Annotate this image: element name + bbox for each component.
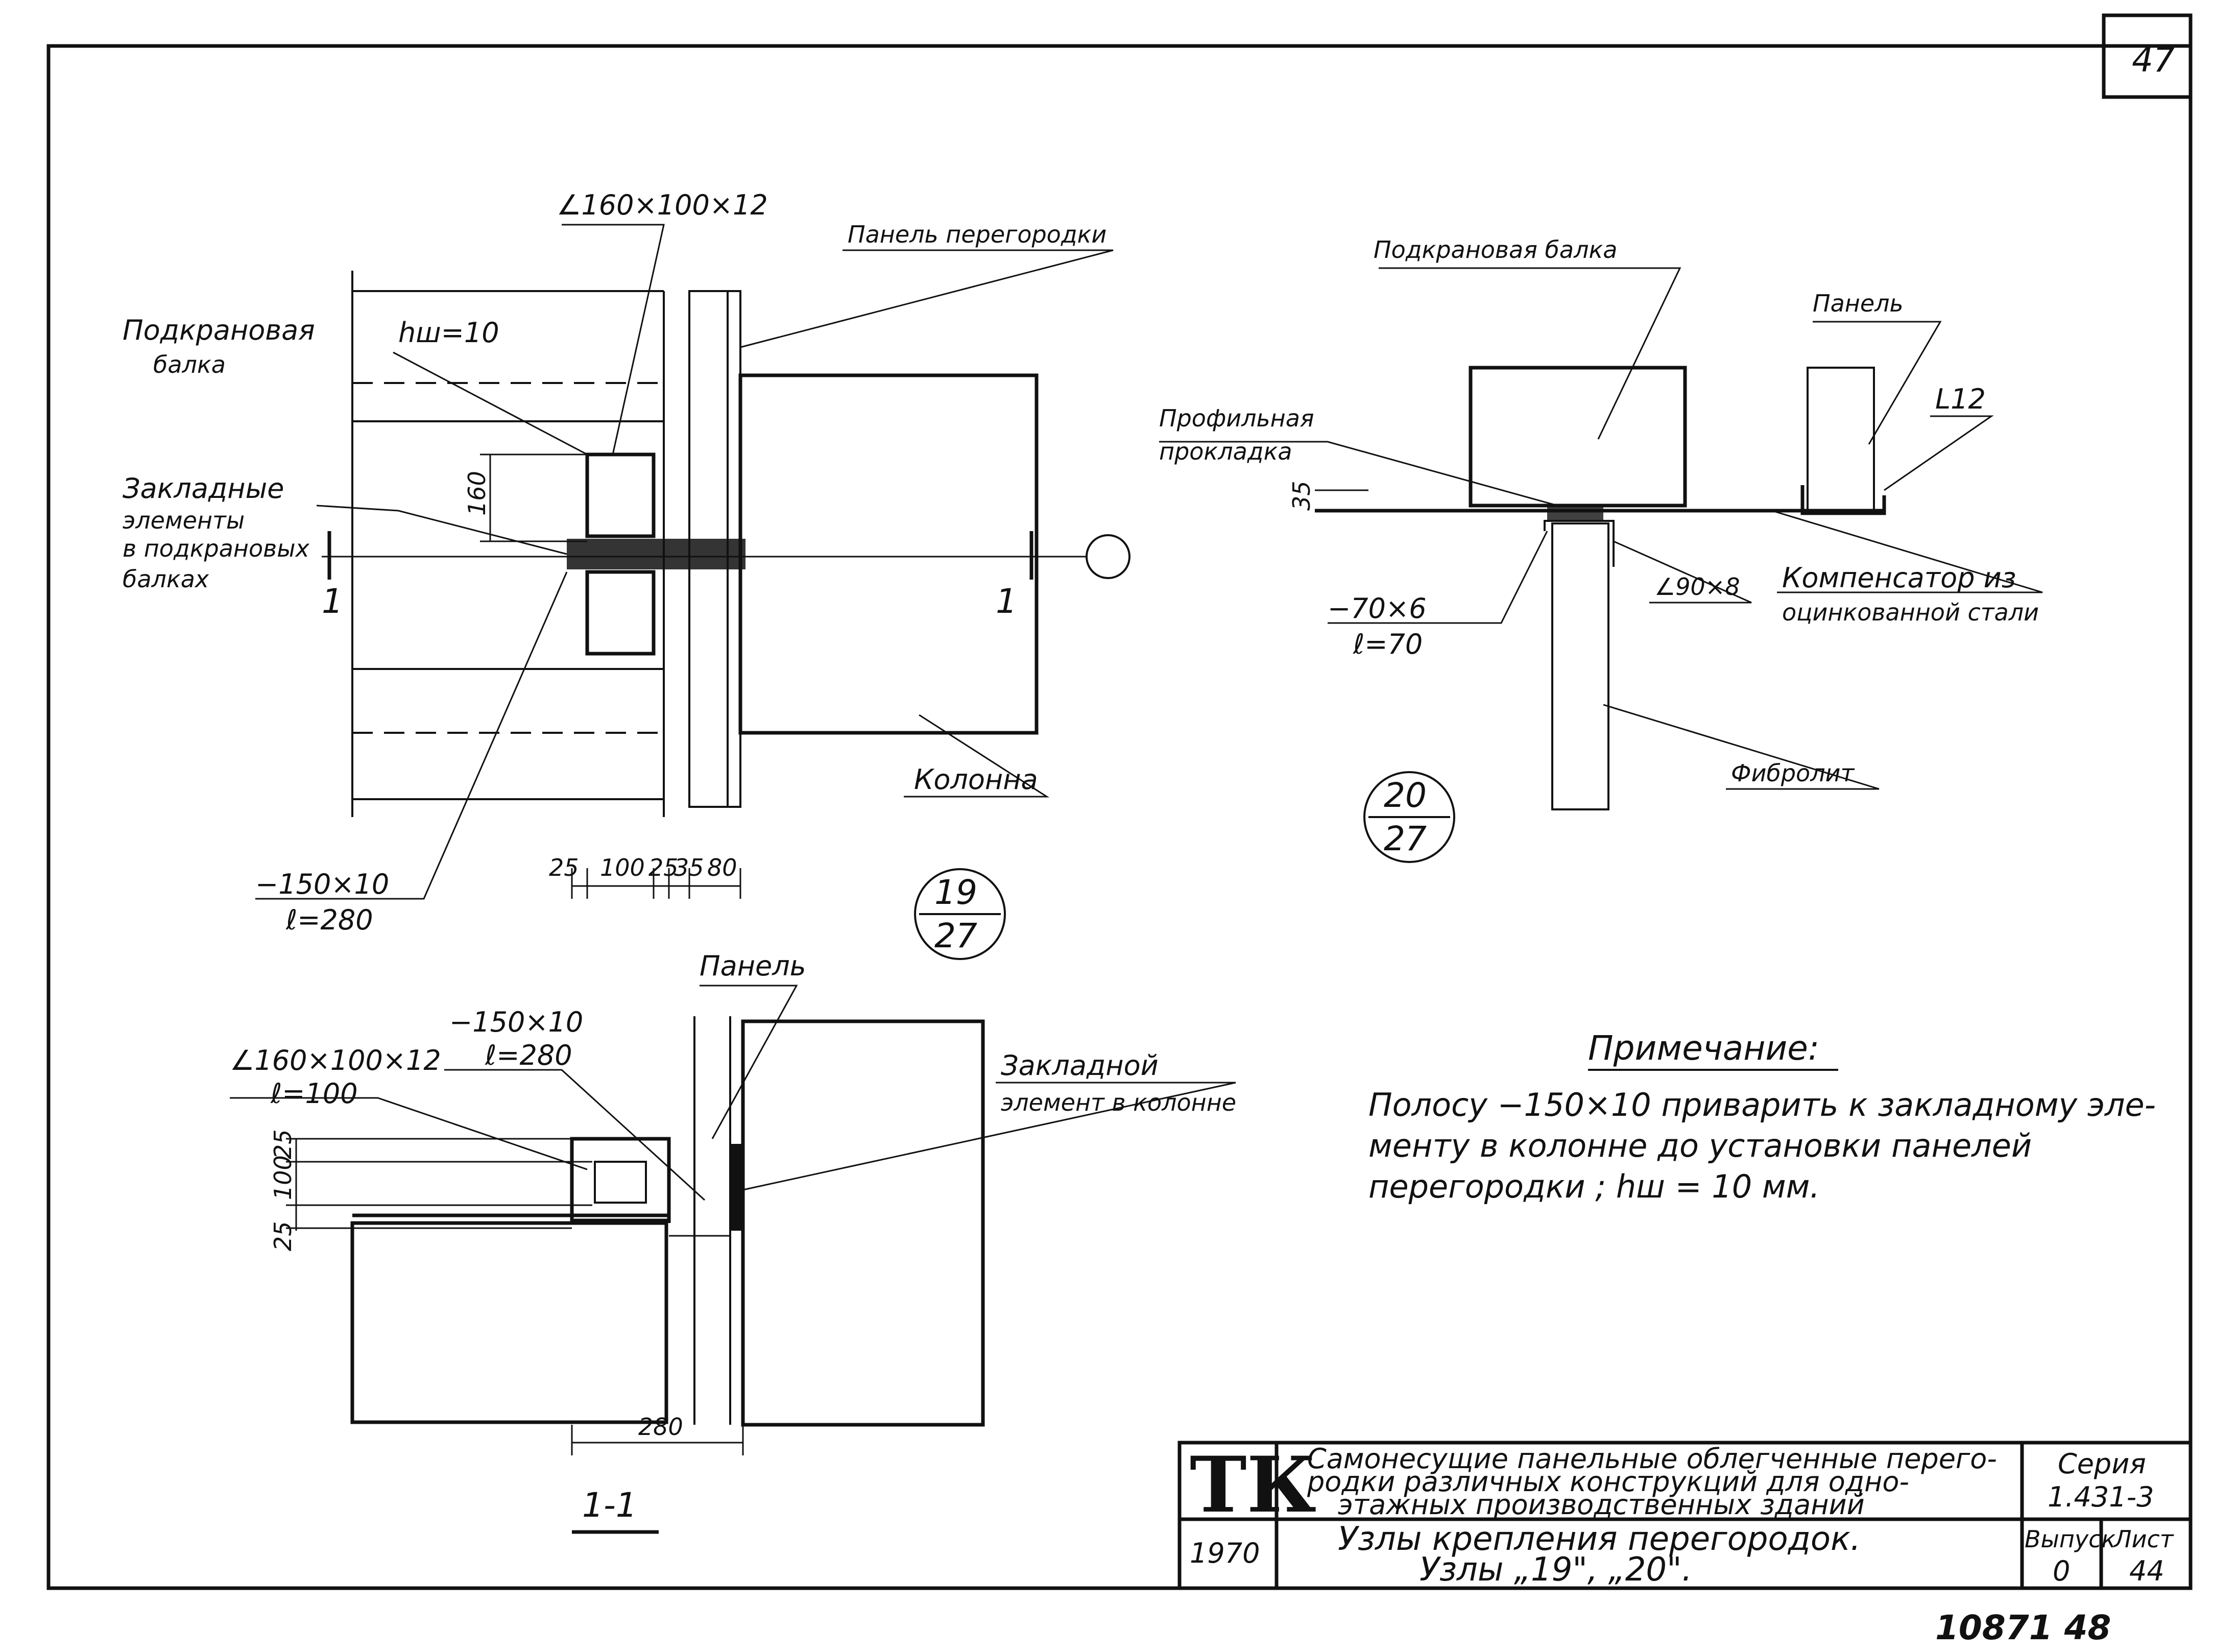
n20-fibrolite: Фибролит — [1731, 759, 1855, 787]
sheet-number: 47 — [2132, 40, 2175, 80]
s11-angle-1: ∠160×100×12 — [230, 1044, 441, 1076]
n19-hw: hш=10 — [398, 317, 499, 349]
n19-mark-top: 19 — [934, 873, 977, 912]
title-block: ТК 1970 Самонесущие панельные облегченны… — [1177, 1440, 2193, 1590]
n20-comp-1: Компенсатор из — [1782, 562, 2016, 594]
n19-column: Колонна — [914, 763, 1038, 796]
n19-strip-1: −150×10 — [255, 868, 389, 900]
n19-crane-2: балка — [153, 351, 226, 378]
n20-mark-circle — [1363, 771, 1455, 863]
n20-angle-90: ∠90×8 — [1654, 573, 1740, 601]
tb-series-value: 1.431-3 — [2048, 1481, 2154, 1513]
n19-mark-circle — [914, 868, 1006, 960]
cut-mark-left: 1 — [322, 582, 343, 621]
n19-dim-160: 160 — [463, 471, 491, 516]
n19-panel: Панель перегородки — [848, 221, 1107, 248]
s11-angle-2: ℓ=100 — [270, 1078, 358, 1110]
s11-dim-100: 100 — [269, 1155, 297, 1200]
n19-dim-100: 100 — [600, 854, 645, 881]
n20-profile-1: Профильная — [1159, 404, 1314, 432]
section-1-1: Панель −150×10 ℓ=280 ∠160×100×12 ℓ=100 З… — [230, 950, 1236, 1534]
n19-emb-1: Закладные — [123, 472, 284, 505]
tb-sheet-label: Лист — [2113, 1525, 2174, 1553]
note-block: Примечание: Полосу −150×10 приварить к з… — [1368, 1028, 2156, 1205]
n19-angle: ∠160×100×12 — [557, 189, 768, 221]
s11-dim-25a: 25 — [269, 1129, 297, 1159]
n19-emb-2: элементы — [123, 507, 245, 534]
note-line-3: перегородки ; hш = 10 мм. — [1368, 1168, 1820, 1205]
n19-emb-4: балках — [123, 565, 209, 593]
s11-emb-1: Закладной — [1001, 1049, 1159, 1082]
n19-dim-25b: 25 — [648, 854, 679, 881]
n19-strip-2: ℓ=280 — [285, 904, 373, 936]
tb-desc-2: родки различных конструкций для одно- — [1307, 1466, 1909, 1498]
tb-desc-1: Самонесущие панельные облегченные перего… — [1307, 1443, 1997, 1475]
n19-mark-bottom: 27 — [934, 916, 977, 955]
n19-dim-35: 35 — [674, 854, 704, 881]
s11-dim-25b: 25 — [269, 1221, 297, 1251]
n20-mark-bottom: 27 — [1384, 819, 1427, 858]
footer-number: 10871 48 — [1935, 1608, 2111, 1647]
n20-plate-1: −70×6 — [1328, 592, 1427, 625]
n20-angle-l12: L12 — [1935, 383, 1986, 415]
n20-crane: Подкрановая балка — [1374, 236, 1617, 264]
node-19: 1 1 ∠160×100×12 Панель перегородки hш=10… — [123, 189, 1130, 960]
s11-panel: Панель — [700, 950, 806, 982]
s11-dim-280: 280 — [638, 1413, 683, 1441]
n19-emb-3: в подкрановых — [123, 535, 310, 562]
n19-dim-25a: 25 — [549, 854, 579, 881]
n20-profile-2: прокладка — [1159, 438, 1292, 465]
tb-desc-3: этажных производственных зданий — [1338, 1489, 1865, 1521]
n19-crane-1: Подкрановая — [123, 314, 315, 346]
tb-logo: ТК — [1190, 1440, 1316, 1530]
n20-plate-2: ℓ=70 — [1353, 628, 1423, 660]
s11-strip-1: −150×10 — [449, 1006, 583, 1038]
note-heading: Примечание: — [1588, 1028, 1819, 1068]
sheet-frame — [46, 44, 2193, 1590]
tb-series-label: Серия — [2058, 1448, 2146, 1480]
n20-mark-top: 20 — [1384, 776, 1427, 815]
n20-comp-2: оцинкованной стали — [1782, 598, 2039, 626]
s11-emb-2: элемент в колонне — [1001, 1089, 1236, 1116]
node-20: Подкрановая балка Панель L12 Профильная … — [1159, 236, 2043, 863]
tb-sheet-value: 44 — [2129, 1555, 2164, 1587]
tb-year: 1970 — [1190, 1537, 1260, 1569]
tb-title-2: Узлы „19", „20". — [1420, 1551, 1692, 1589]
cut-mark-right: 1 — [996, 582, 1017, 621]
n20-dim-35: 35 — [1288, 481, 1315, 511]
note-line-1: Полосу −150×10 приварить к закладному эл… — [1368, 1086, 2156, 1123]
s11-strip-2: ℓ=280 — [485, 1039, 572, 1071]
s11-title: 1-1 — [582, 1486, 637, 1525]
tb-issue-value: 0 — [2053, 1555, 2070, 1587]
tb-title-1: Узлы крепления перегородок. — [1338, 1520, 1861, 1558]
note-line-2: менту в колонне до установки панелей — [1368, 1127, 2032, 1164]
tb-issue-label: Выпуск — [2025, 1525, 2115, 1553]
sheet-number-box — [2102, 13, 2193, 99]
n19-dim-80: 80 — [707, 854, 737, 881]
n20-panel: Панель — [1813, 290, 1904, 317]
